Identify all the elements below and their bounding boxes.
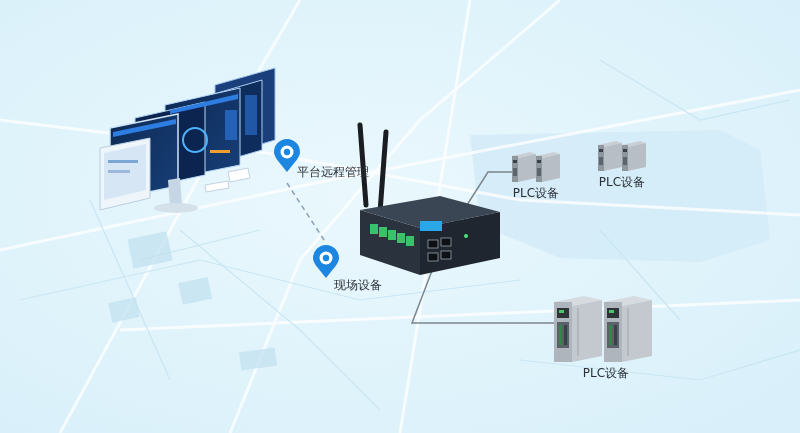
- shape-part: [274, 139, 300, 172]
- router-illustration: [360, 125, 500, 275]
- shape-part: [578, 308, 579, 356]
- device-label: PLC设备: [513, 186, 559, 201]
- shape-part: [323, 255, 329, 261]
- shape-part: [284, 149, 290, 155]
- shape-part: [518, 154, 536, 182]
- shape-part: [622, 300, 652, 362]
- shape-part: [622, 145, 628, 171]
- shape-part: [542, 154, 560, 182]
- shape-part: [564, 325, 567, 345]
- shape-part: [607, 322, 619, 348]
- shape-part: [607, 308, 619, 318]
- shape-part: [604, 143, 622, 171]
- shape-part: [623, 149, 627, 152]
- shape-part: [599, 157, 603, 165]
- plc-illustration: [548, 294, 664, 364]
- plc-device: PLC设备: [548, 294, 664, 381]
- shape-part: [537, 160, 541, 163]
- plc-device: PLC设备: [592, 139, 652, 190]
- marker-label: 平台远程管理: [297, 165, 369, 180]
- shape-part: [537, 168, 541, 176]
- location-pin: [273, 139, 301, 173]
- location-marker: 现场设备: [312, 245, 384, 294]
- location-pin: [312, 245, 340, 279]
- shape-part: [554, 302, 572, 362]
- shape-part: [559, 310, 564, 313]
- shape-part: [609, 325, 612, 345]
- plc-illustration: [506, 150, 566, 184]
- location-marker: 平台远程管理: [273, 139, 371, 181]
- shape-part: [604, 302, 622, 362]
- shape-part: [628, 143, 646, 171]
- dashed-connector: [287, 183, 326, 243]
- plc-illustration: [592, 139, 652, 173]
- plc-device: PLC设备: [506, 150, 566, 201]
- shape-part: [609, 310, 614, 313]
- shape-part: [623, 157, 627, 165]
- monitor-illustration: [100, 68, 275, 213]
- shape-part: [313, 245, 339, 278]
- shape-part: [557, 308, 569, 318]
- shape-part: [512, 156, 518, 182]
- device-label: PLC设备: [599, 175, 645, 190]
- shape-part: [628, 308, 629, 356]
- shape-part: [572, 300, 602, 362]
- shape-part: [598, 145, 604, 171]
- shape-part: [559, 325, 562, 345]
- shape-part: [599, 149, 603, 152]
- shape-part: [513, 160, 517, 163]
- shape-part: [320, 252, 333, 265]
- shape-part: [536, 156, 542, 182]
- shape-part: [614, 325, 617, 345]
- shape-part: [513, 168, 517, 176]
- device-label: PLC设备: [583, 366, 629, 381]
- shape-part: [281, 146, 294, 159]
- shape-part: [557, 322, 569, 348]
- marker-label: 现场设备: [334, 278, 382, 293]
